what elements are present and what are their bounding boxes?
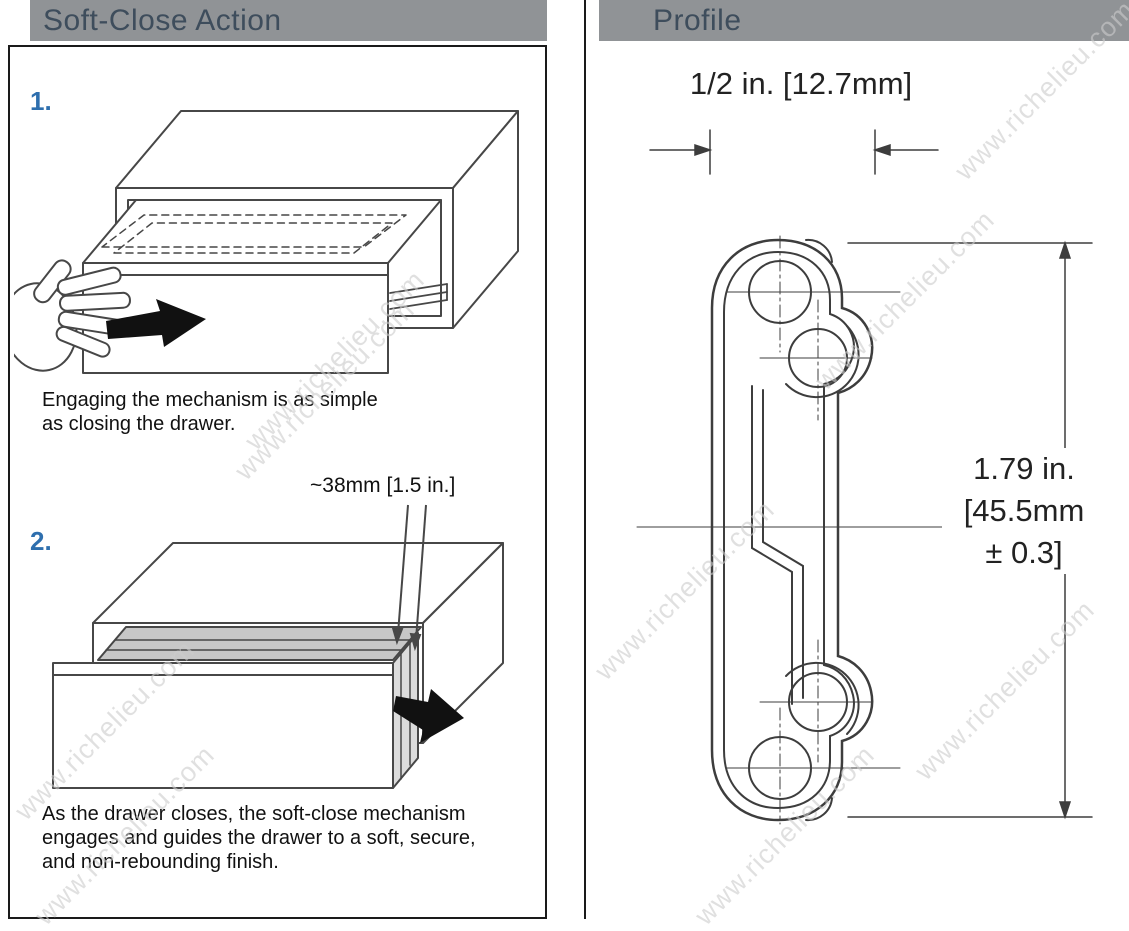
width-dimension-lines: [649, 129, 939, 175]
cabinet-top: [115, 110, 519, 189]
close-arrow-icon: [393, 689, 464, 743]
slide-gap: [97, 626, 422, 661]
step-1-number: 1.: [30, 86, 52, 116]
height-dimension-label: 1.79 in. [45.5mm ± 0.3]: [942, 448, 1106, 574]
soft-close-panel: 1.: [8, 45, 547, 919]
slide-rail: [389, 283, 448, 310]
drawer-front: [52, 662, 394, 789]
soft-close-title: Soft-Close Action: [30, 0, 547, 41]
profile-panel: Profile 1/2 in. [12.7mm]: [584, 0, 1129, 919]
middle-channel: [751, 385, 793, 705]
width-dimension-label: 1/2 in. [12.7mm]: [689, 66, 913, 101]
push-arrow-icon: [106, 299, 206, 347]
step-2-number: 2.: [30, 526, 52, 556]
step-1-caption: Engaging the mechanism is as simple as c…: [42, 389, 378, 435]
bearing-centerlines: [725, 235, 901, 825]
travel-dimension-label: ~38mm [1.5 in.]: [310, 474, 456, 497]
profile-inner-contour: [723, 250, 855, 810]
travel-arrows: [391, 504, 427, 652]
drawer-closing-illustration: [52, 504, 504, 789]
hand-icon: [14, 259, 131, 372]
middle-channel: [762, 389, 804, 699]
profile-outer-contour: [710, 238, 874, 822]
drawer-open-illustration: [14, 110, 519, 374]
profile-title: Profile: [599, 0, 1129, 41]
step-2-caption: As the drawer closes, the soft-close mec…: [42, 803, 476, 873]
